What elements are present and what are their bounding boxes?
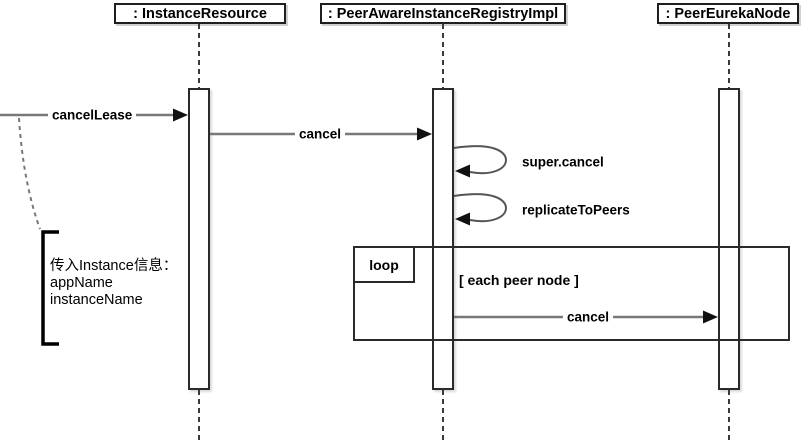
self-call-replicate-to-peers-arc bbox=[453, 193, 508, 226]
message-label-cancel: cancel bbox=[294, 126, 346, 142]
lifeline-head-peer-aware-instance-registry-impl: : PeerAwareInstanceRegistryImpl bbox=[320, 3, 566, 24]
activation-bar-instance-resource bbox=[188, 88, 210, 390]
lifeline-dashes bbox=[198, 24, 730, 440]
annotation-bracket bbox=[41, 230, 59, 346]
message-label-loop-cancel: cancel bbox=[562, 309, 614, 325]
loop-operator-label: loop bbox=[369, 256, 399, 273]
message-label-cancel-lease: cancelLease bbox=[48, 107, 137, 123]
message-label-replicate-to-peers: replicateToPeers bbox=[522, 202, 630, 218]
arrowhead-icon bbox=[455, 212, 470, 226]
lifeline-head-instance-resource: : InstanceResource bbox=[114, 3, 286, 24]
arrowhead-icon bbox=[173, 108, 188, 122]
annotation-line: appName bbox=[50, 275, 113, 291]
loop-guard-label: [ each peer node ] bbox=[459, 272, 579, 288]
arrowhead-icon bbox=[417, 127, 432, 141]
annotation-line: 传入Instance信息： bbox=[50, 258, 178, 274]
loop-operator-box: loop bbox=[353, 246, 415, 283]
arrowhead-icon bbox=[703, 310, 718, 324]
annotation-line: instanceName bbox=[50, 292, 143, 308]
annotation-text: 传入Instance信息： appName instanceName bbox=[50, 258, 177, 309]
activation-bar-registry bbox=[432, 88, 454, 390]
lifeline-label: : PeerEurekaNode bbox=[665, 5, 791, 22]
lifeline-head-peer-eureka-node: : PeerEurekaNode bbox=[657, 3, 799, 24]
arrowhead-icon bbox=[455, 164, 470, 178]
activation-bar-peer-eureka-node bbox=[718, 88, 740, 390]
self-call-super-cancel-arc bbox=[453, 145, 508, 178]
lifeline-label: : InstanceResource bbox=[133, 5, 267, 22]
loop-fragment-frame bbox=[353, 246, 790, 341]
message-label-super-cancel: super.cancel bbox=[522, 154, 604, 170]
lifeline-label: : PeerAwareInstanceRegistryImpl bbox=[327, 5, 559, 22]
annotation-leader-line bbox=[18, 117, 41, 230]
